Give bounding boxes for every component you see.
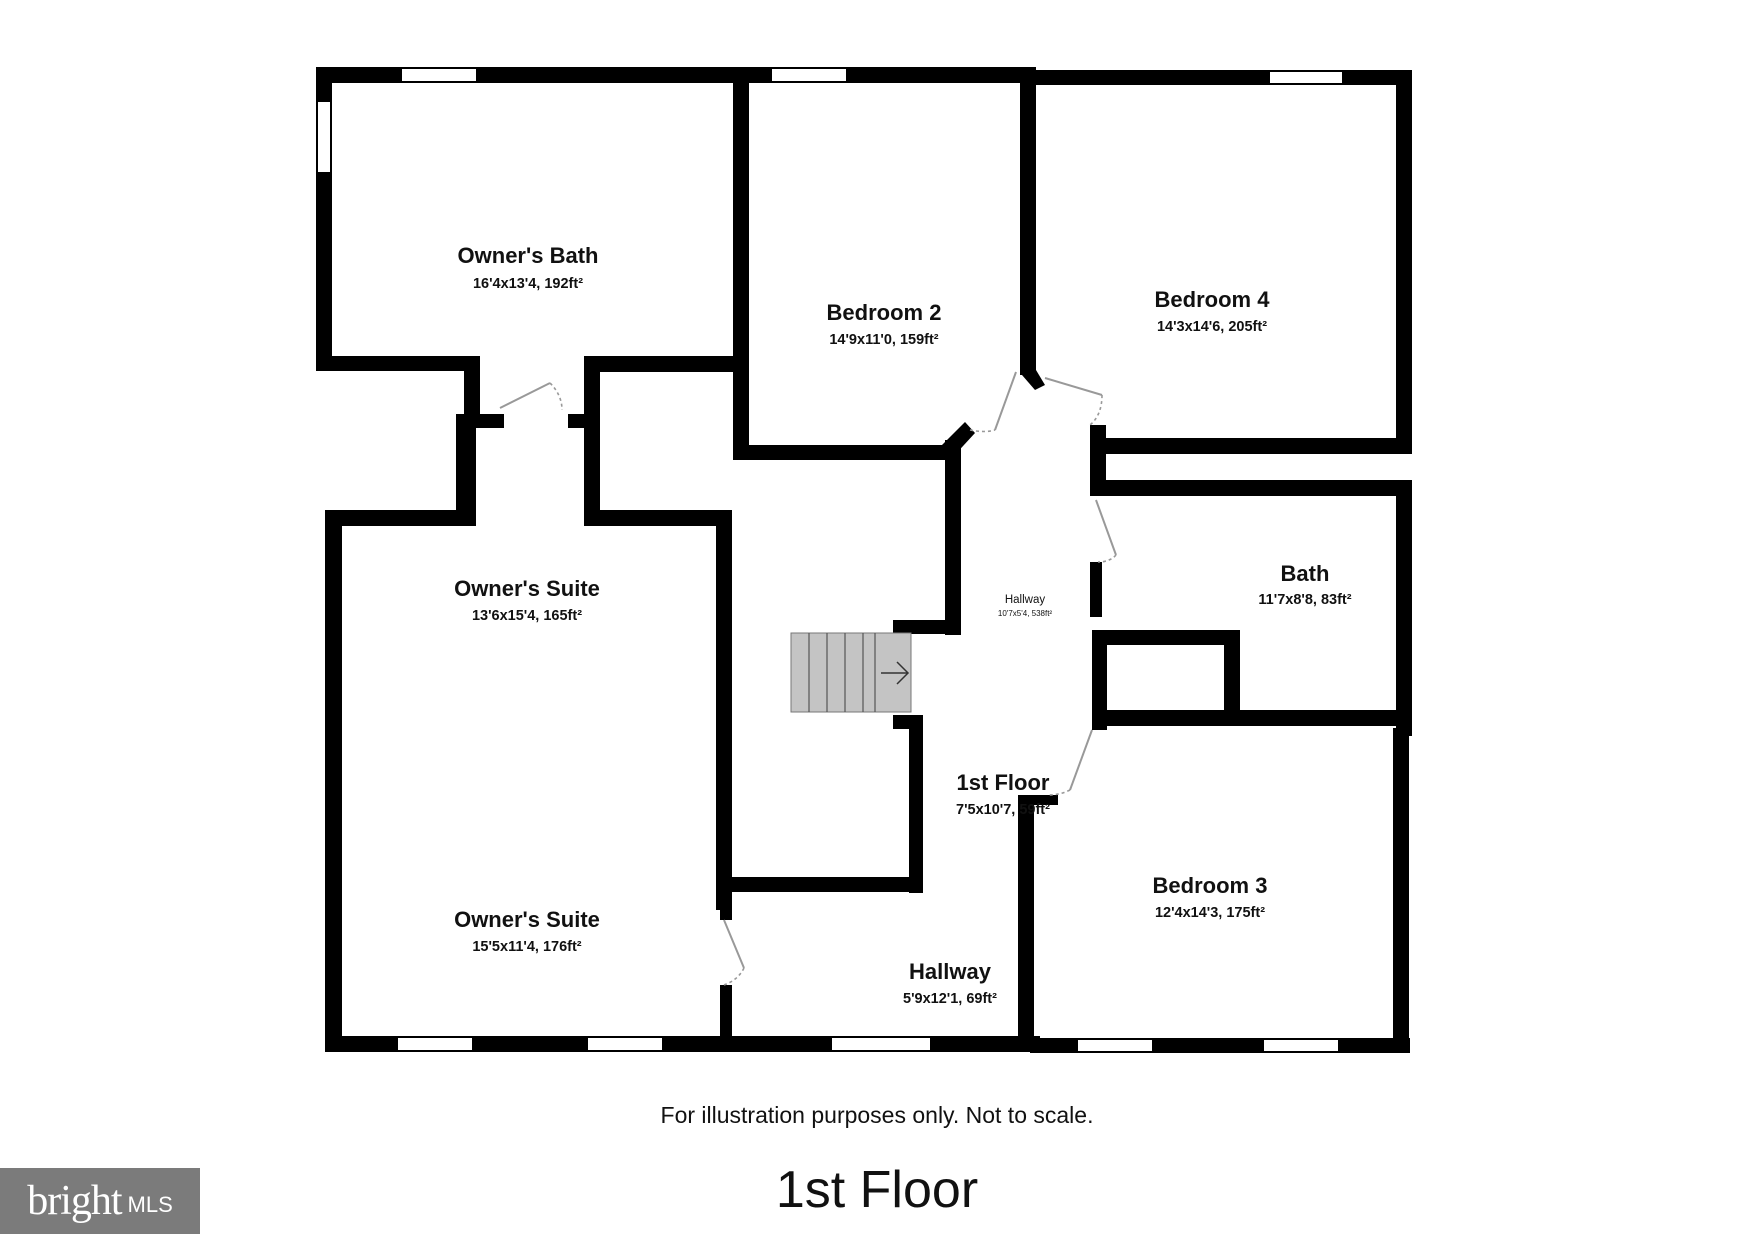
room-name: Bedroom 3: [1153, 873, 1268, 898]
wall: [716, 510, 732, 910]
door-leaf: [1095, 499, 1117, 556]
bright-mls-logo: bright MLS: [0, 1168, 200, 1234]
door-swing: [549, 382, 563, 411]
window: [1270, 72, 1342, 83]
wall: [568, 414, 600, 428]
door-leaf: [1044, 377, 1103, 396]
door-leaf: [994, 371, 1017, 431]
wall: [733, 445, 948, 460]
wall: [893, 620, 961, 634]
wall: [733, 67, 749, 457]
window: [1078, 1040, 1152, 1051]
wall: [584, 510, 732, 526]
wall: [1020, 70, 1036, 375]
room-labels: Owner's Bath 16'4x13'4, 192ft² Bedroom 2…: [454, 243, 1352, 1007]
wall: [316, 356, 478, 371]
room-dims: 14'3x14'6, 205ft²: [1157, 319, 1267, 335]
room-dims: 15'5x11'4, 176ft²: [472, 939, 581, 955]
wall: [1090, 425, 1106, 493]
room-dims: 11'7x8'8, 83ft²: [1258, 592, 1351, 608]
walls: [316, 67, 1412, 1053]
window: [588, 1038, 662, 1050]
wall: [325, 510, 342, 1050]
arrow-right-icon: [881, 661, 910, 685]
door-leaf: [499, 382, 551, 409]
wall: [909, 715, 923, 893]
wall: [1092, 710, 1412, 726]
room-name: Hallway: [909, 959, 992, 984]
room-name: Hallway: [1005, 594, 1046, 606]
wall: [1092, 630, 1107, 730]
logo-wordmark: bright: [27, 1178, 122, 1224]
wall: [1018, 795, 1034, 1045]
door-swing: [969, 429, 996, 433]
wall: [1028, 70, 1412, 85]
room-name: Bedroom 4: [1155, 287, 1271, 312]
wall: [1090, 438, 1412, 454]
room-dims: 5'9x12'1, 69ft²: [903, 991, 997, 1007]
room-name: Owner's Suite: [454, 576, 600, 601]
room-dims: 16'4x13'4, 192ft²: [473, 276, 583, 292]
room-dims: 13'6x15'4, 165ft²: [472, 608, 582, 624]
wall: [1224, 630, 1240, 718]
wall: [1090, 480, 1412, 496]
doors: [499, 371, 1117, 986]
disclaimer-text: For illustration purposes only. Not to s…: [660, 1102, 1094, 1128]
wall: [724, 877, 923, 892]
wall: [720, 895, 732, 920]
window: [402, 69, 476, 81]
window: [772, 69, 846, 81]
room-dims: 12'4x14'3, 175ft²: [1155, 905, 1265, 921]
staircase: [790, 632, 912, 713]
wall: [940, 422, 975, 458]
wall: [945, 440, 961, 635]
wall: [456, 414, 476, 526]
wall: [316, 67, 741, 83]
window: [398, 1038, 472, 1050]
wall: [464, 356, 480, 426]
wall: [584, 356, 739, 372]
wall: [1393, 728, 1409, 1052]
room-dims: 7'5x10'7, 59ft²: [956, 802, 1050, 818]
room-name: Bedroom 2: [827, 300, 942, 325]
wall: [1092, 630, 1240, 645]
door-swing: [1097, 554, 1117, 563]
windows: [318, 69, 1342, 1051]
room-name: Bath: [1281, 561, 1330, 586]
window: [832, 1038, 930, 1050]
wall: [1396, 70, 1412, 454]
wall: [584, 356, 600, 526]
room-name: Owner's Bath: [458, 243, 599, 268]
door-leaf: [1069, 729, 1093, 791]
wall: [1018, 795, 1058, 805]
floor-title: 1st Floor: [775, 1161, 979, 1219]
door-swing: [1047, 789, 1071, 796]
door-swing: [723, 967, 745, 986]
logo-suffix: MLS: [127, 1192, 173, 1217]
window: [1264, 1040, 1338, 1051]
window: [318, 102, 330, 172]
room-name: Owner's Suite: [454, 907, 600, 932]
room-dims: 10'7x5'4, 538ft²: [998, 609, 1053, 618]
wall: [720, 985, 732, 1045]
wall: [1396, 488, 1412, 736]
wall: [1022, 370, 1045, 390]
door-leaf: [723, 919, 745, 969]
room-name: 1st Floor: [957, 770, 1050, 795]
room-dims: 14'9x11'0, 159ft²: [829, 332, 938, 348]
wall: [472, 414, 504, 428]
door-swing: [1089, 394, 1103, 426]
wall: [1090, 562, 1102, 617]
wall: [325, 510, 475, 526]
